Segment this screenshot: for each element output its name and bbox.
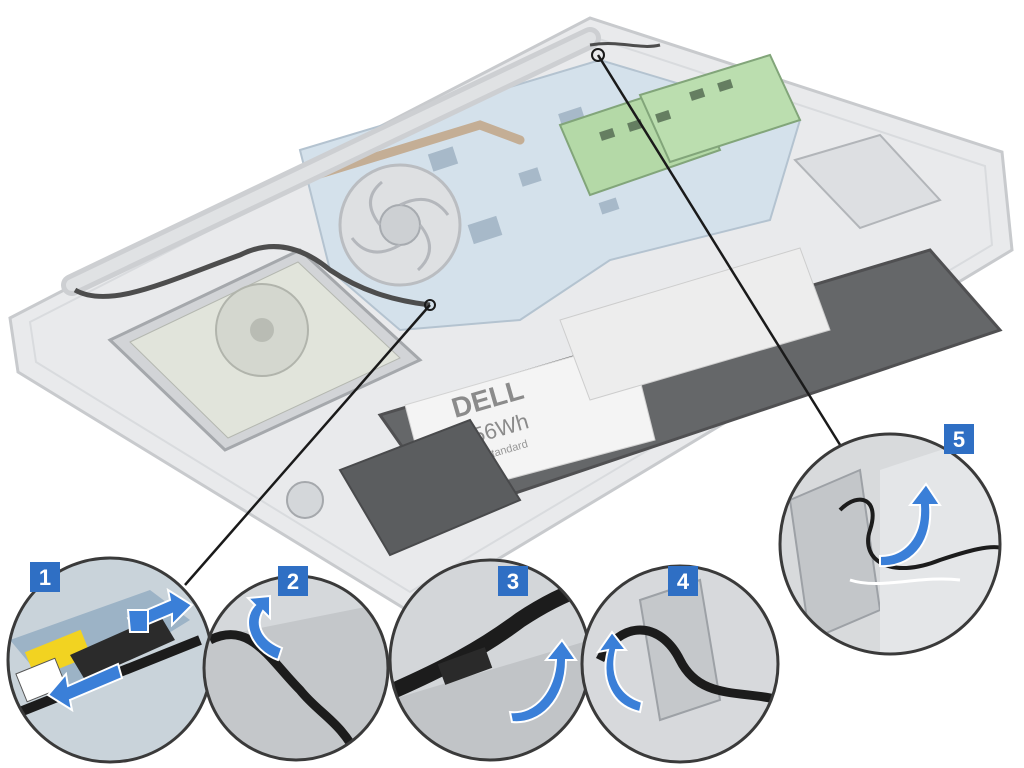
battery-regulatory-label bbox=[559, 247, 831, 401]
cooling-fan bbox=[338, 163, 462, 287]
callout-4: 4 bbox=[580, 564, 780, 764]
arrow-curl-icon bbox=[245, 594, 284, 662]
callout-badge-4: 4 bbox=[668, 566, 698, 596]
callout-5: 5 bbox=[778, 424, 1002, 656]
display-cable bbox=[207, 630, 365, 760]
callout-badge-3: 3 bbox=[498, 566, 528, 596]
ssd bbox=[793, 133, 942, 230]
callout-5-leader bbox=[596, 54, 844, 449]
svg-text:1: 1 bbox=[39, 565, 51, 590]
ram-modules bbox=[558, 53, 802, 197]
callout-badge-5: 5 bbox=[944, 424, 974, 454]
wlan-antenna-cable bbox=[589, 42, 661, 48]
display-cable bbox=[595, 625, 778, 705]
heatpipe bbox=[295, 120, 525, 185]
svg-text:2: 2 bbox=[287, 569, 299, 594]
callout-1-leader bbox=[184, 304, 431, 586]
coin-cell-battery bbox=[286, 481, 324, 519]
arrow-disconnect-icon bbox=[46, 587, 194, 713]
callout-2: 2 bbox=[202, 566, 390, 762]
arrow-curl-icon bbox=[879, 482, 942, 568]
hard-drive bbox=[107, 248, 423, 452]
callout-badge-2: 2 bbox=[278, 566, 308, 596]
display-hinges bbox=[61, 27, 601, 296]
svg-text:4: 4 bbox=[677, 569, 690, 594]
callout-badge-1: 1 bbox=[30, 562, 60, 592]
callout-3: 3 bbox=[388, 558, 592, 762]
display-cable bbox=[73, 244, 431, 308]
arrow-curl-icon bbox=[508, 638, 578, 724]
svg-text:5: 5 bbox=[953, 427, 965, 452]
arrow-curl-icon bbox=[595, 630, 644, 714]
svg-text:3: 3 bbox=[507, 569, 519, 594]
laptop-base: DELL 56Wh Standard bbox=[8, 16, 1014, 614]
speaker bbox=[338, 418, 522, 557]
